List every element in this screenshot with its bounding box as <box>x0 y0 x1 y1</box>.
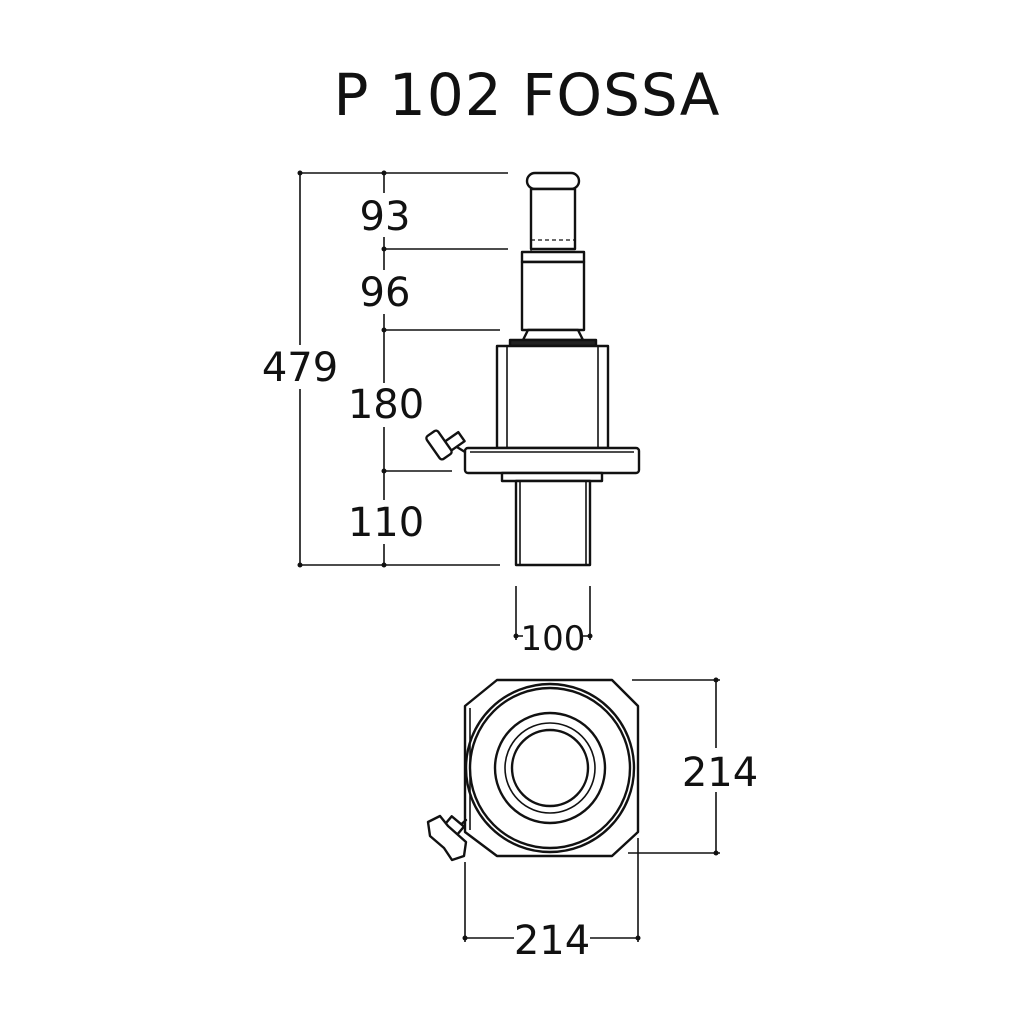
top-dimensions: 214 214 <box>462 677 758 964</box>
dim-pin-height: 93 <box>360 194 411 240</box>
lower-tube <box>500 471 604 567</box>
upper-tube <box>520 250 586 342</box>
side-view <box>425 171 641 567</box>
top-pin <box>525 171 581 253</box>
flange-plate <box>463 446 641 475</box>
dim-base-width: 214 <box>514 918 590 964</box>
dim-base-depth: 214 <box>682 750 758 796</box>
side-dimensions: 93 96 180 110 479 100 <box>262 170 593 659</box>
drawing-title: P 102 FOSSA <box>334 61 721 129</box>
dim-upper-tube-height: 96 <box>360 270 411 316</box>
top-view <box>426 678 640 862</box>
clamp-knob-top-icon <box>426 814 468 862</box>
dim-overall-height: 479 <box>262 345 338 391</box>
dim-lower-tube-width: 100 <box>521 619 586 659</box>
main-body <box>495 338 610 450</box>
clamp-knob-side-icon <box>425 429 467 461</box>
dim-body-height: 180 <box>348 382 424 428</box>
dim-lower-tube-height: 110 <box>348 500 424 546</box>
